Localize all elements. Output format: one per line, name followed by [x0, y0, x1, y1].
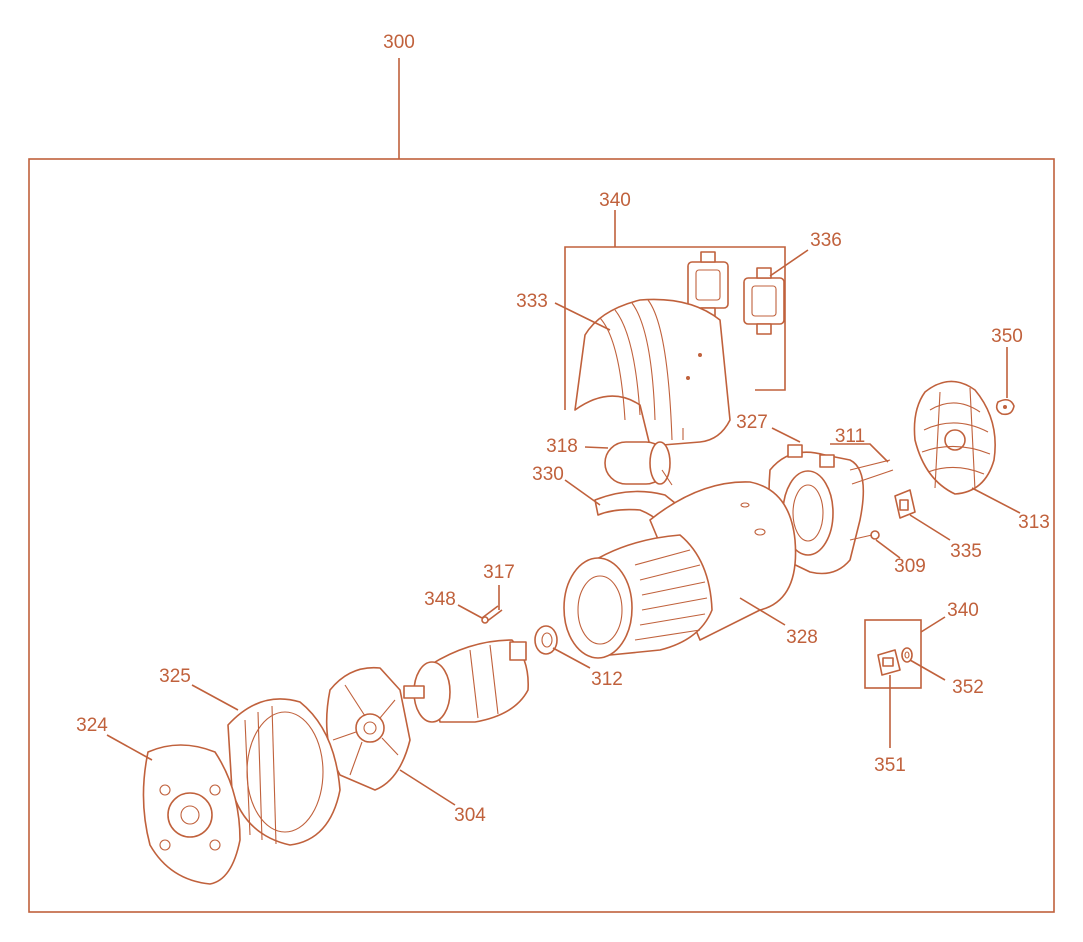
- part-350-clip: [995, 398, 1015, 416]
- part-335-switch: [894, 489, 916, 519]
- assembly-frame: [28, 158, 1055, 913]
- part-312-bearing: [534, 625, 558, 655]
- callout-324: 324: [76, 715, 108, 736]
- part-324-end-plate: [142, 744, 241, 885]
- subassembly-340-box: [864, 619, 922, 689]
- callout-340-lower: 340: [947, 600, 979, 621]
- callout-318: 318: [546, 436, 578, 457]
- callout-330: 330: [532, 464, 564, 485]
- part-333-cover: [574, 298, 731, 447]
- callout-304: 304: [454, 805, 486, 826]
- part-336-socket-right: [743, 267, 785, 335]
- part-313-grille: [913, 380, 996, 495]
- subassembly-340-bracket: [564, 246, 786, 410]
- part-325-fan-housing: [227, 698, 341, 846]
- callout-335: 335: [950, 541, 982, 562]
- part-352-ring: [901, 647, 913, 663]
- part-351-regulator: [877, 649, 901, 676]
- callout-325: 325: [159, 666, 191, 687]
- callout-327: 327: [736, 412, 768, 433]
- callout-340-top: 340: [599, 190, 631, 211]
- part-304-fan: [325, 666, 411, 791]
- callout-348: 348: [424, 589, 456, 610]
- callout-328: 328: [786, 627, 818, 648]
- callout-309: 309: [894, 556, 926, 577]
- callout-313: 313: [1018, 512, 1050, 533]
- callout-333: 333: [516, 291, 548, 312]
- part-348-pin: [481, 616, 489, 624]
- callout-312: 312: [591, 669, 623, 690]
- callout-352: 352: [952, 677, 984, 698]
- callout-317: 317: [483, 562, 515, 583]
- part-318-capacitor: [604, 441, 673, 486]
- callout-350: 350: [991, 326, 1023, 347]
- part-336-socket-left: [687, 251, 729, 319]
- part-328-stator: [563, 481, 797, 659]
- callout-300: 300: [383, 32, 415, 53]
- subassembly-340b-leader: [920, 616, 946, 633]
- callout-351: 351: [874, 755, 906, 776]
- callout-311: 311: [835, 426, 865, 447]
- callout-336: 336: [810, 230, 842, 251]
- part-rotor: [403, 639, 529, 723]
